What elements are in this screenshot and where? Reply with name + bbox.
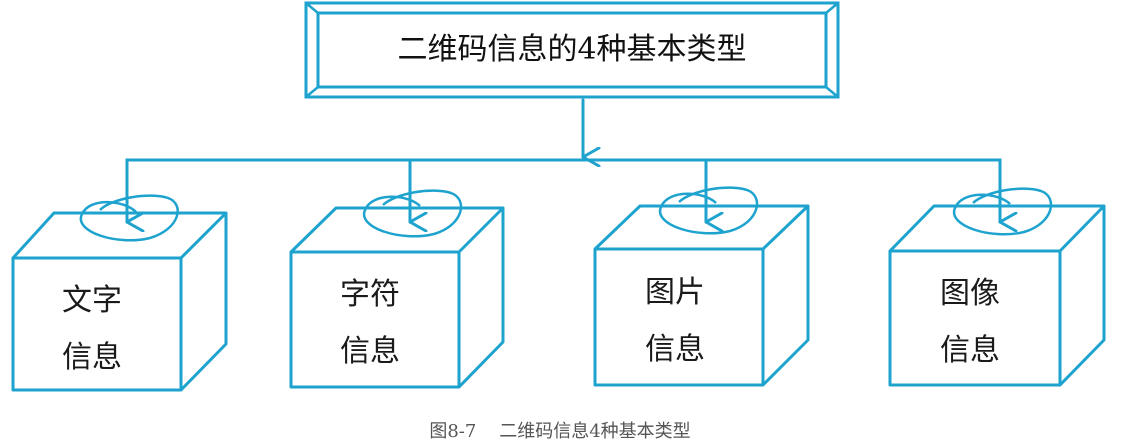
cube-box-2: 字符 信息 [289, 189, 505, 389]
figure-caption: 图8-7 二维码信息4种基本类型 [429, 421, 690, 442]
loop-icon [362, 189, 463, 238]
loop-icon [658, 186, 759, 235]
box-4-label-line2: 信息 [940, 333, 1000, 368]
box-3-label-line2: 信息 [645, 332, 705, 367]
box-2-label-line2: 信息 [340, 334, 400, 369]
box-2-label-line1: 字符 [340, 277, 400, 312]
box-1-label-line1: 文字 [62, 283, 122, 318]
cube-box-1: 文字 信息 [11, 194, 228, 392]
connectors [125, 98, 1002, 224]
box-3-label-line1: 图片 [645, 275, 705, 310]
box-4-label-line1: 图像 [940, 276, 1000, 311]
loop-icon [79, 194, 179, 242]
box-1-label-line2: 信息 [62, 340, 122, 375]
cube-box-3: 图片 信息 [593, 186, 810, 387]
branch-line [125, 158, 1002, 224]
loop-icon [952, 187, 1053, 236]
diagram-title: 二维码信息的4种基本类型 [397, 32, 746, 67]
title-box: 二维码信息的4种基本类型 [304, 1, 840, 99]
cube-box-4: 图像 信息 [888, 187, 1106, 387]
